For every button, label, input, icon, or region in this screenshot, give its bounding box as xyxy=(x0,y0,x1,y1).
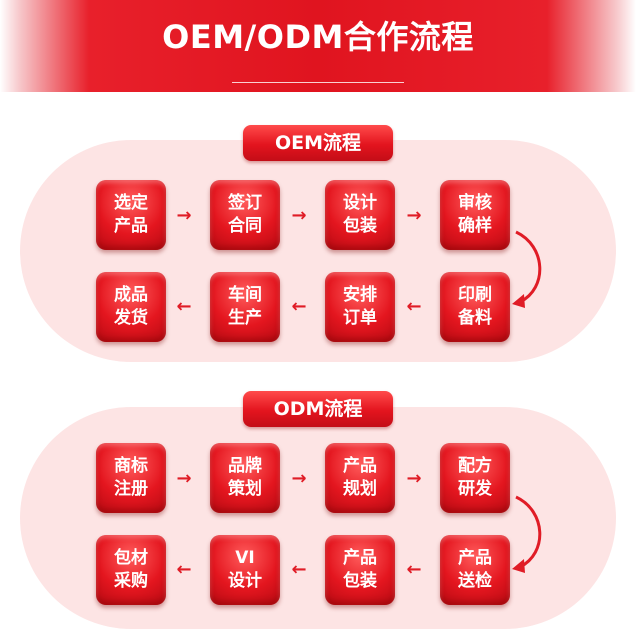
arrow-left-icon: ← xyxy=(291,559,307,580)
odm-section-title: ODM流程 xyxy=(243,391,393,427)
arrow-left-icon: ← xyxy=(406,559,422,580)
page-title: OEM/ODM合作流程 xyxy=(162,18,474,56)
oem-step-5: 印刷备料 xyxy=(440,272,510,342)
oem-step-4: 审核确样 xyxy=(440,180,510,250)
arrow-right-icon: → xyxy=(406,205,422,226)
curved-arrow-icon xyxy=(512,230,542,308)
oem-step-8: 成品发货 xyxy=(96,272,166,342)
arrow-left-icon: ← xyxy=(176,296,192,317)
odm-step-8: 包材采购 xyxy=(96,535,166,605)
odm-step-2: 品牌策划 xyxy=(210,443,280,513)
curved-arrow-icon xyxy=(512,495,542,573)
odm-step-1: 商标注册 xyxy=(96,443,166,513)
oem-step-6: 安排订单 xyxy=(325,272,395,342)
title-underline xyxy=(232,82,404,83)
odm-step-4: 配方研发 xyxy=(440,443,510,513)
arrow-right-icon: → xyxy=(176,205,192,226)
arrow-left-icon: ← xyxy=(406,296,422,317)
arrow-right-icon: → xyxy=(291,205,307,226)
arrow-left-icon: ← xyxy=(291,296,307,317)
arrow-left-icon: ← xyxy=(176,559,192,580)
oem-step-1: 选定产品 xyxy=(96,180,166,250)
odm-step-3: 产品规划 xyxy=(325,443,395,513)
oem-step-2: 签订合同 xyxy=(210,180,280,250)
arrow-right-icon: → xyxy=(176,468,192,489)
header-banner: OEM/ODM合作流程 xyxy=(0,0,636,92)
odm-step-5: 产品送检 xyxy=(440,535,510,605)
arrow-right-icon: → xyxy=(291,468,307,489)
oem-step-7: 车间生产 xyxy=(210,272,280,342)
oem-section-title: OEM流程 xyxy=(243,125,393,161)
oem-step-3: 设计包装 xyxy=(325,180,395,250)
odm-step-6: 产品包装 xyxy=(325,535,395,605)
arrow-right-icon: → xyxy=(406,468,422,489)
